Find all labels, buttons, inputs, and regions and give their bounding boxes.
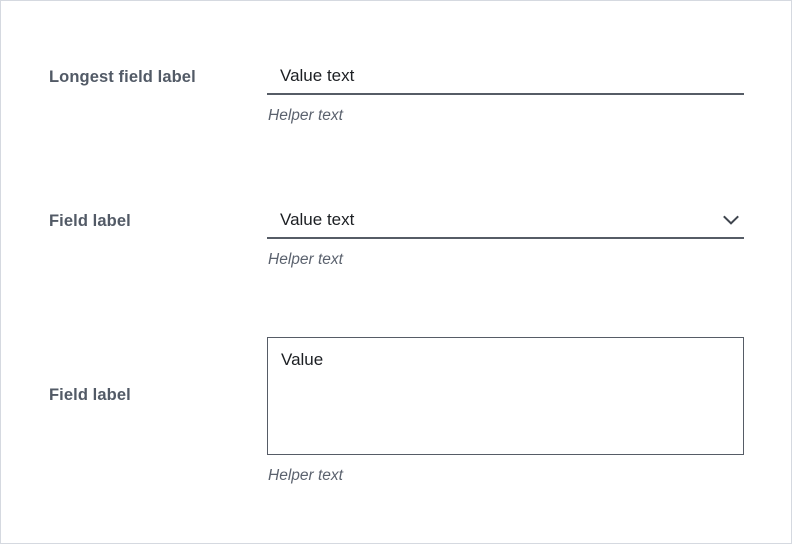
- text-input[interactable]: Value text: [267, 59, 744, 95]
- helper-text-textarea: Helper text: [268, 467, 343, 484]
- text-input-value: Value text: [280, 66, 355, 85]
- form-field-text: Longest field label Value text Helper te…: [49, 59, 744, 126]
- form-field-textarea: Field label Value Helper text: [49, 337, 744, 486]
- field-control-select: Value text Helper text: [267, 203, 744, 270]
- field-label-select: Field label: [49, 212, 131, 230]
- helper-text-text-input: Helper text: [268, 107, 343, 124]
- helper-text-select: Helper text: [268, 251, 343, 268]
- field-label-text: Longest field label: [49, 68, 196, 86]
- field-control-textarea: Value Helper text: [267, 337, 744, 486]
- form-field-select: Field label Value text Helper text: [49, 203, 744, 270]
- field-control-text: Value text Helper text: [267, 59, 744, 126]
- textarea-input-value: Value: [281, 350, 324, 369]
- chevron-down-icon[interactable]: [720, 209, 742, 231]
- select-input[interactable]: Value text: [267, 203, 744, 239]
- textarea-input[interactable]: Value: [267, 337, 744, 455]
- select-input-value: Value text: [280, 210, 355, 229]
- field-label-textarea: Field label: [49, 386, 131, 404]
